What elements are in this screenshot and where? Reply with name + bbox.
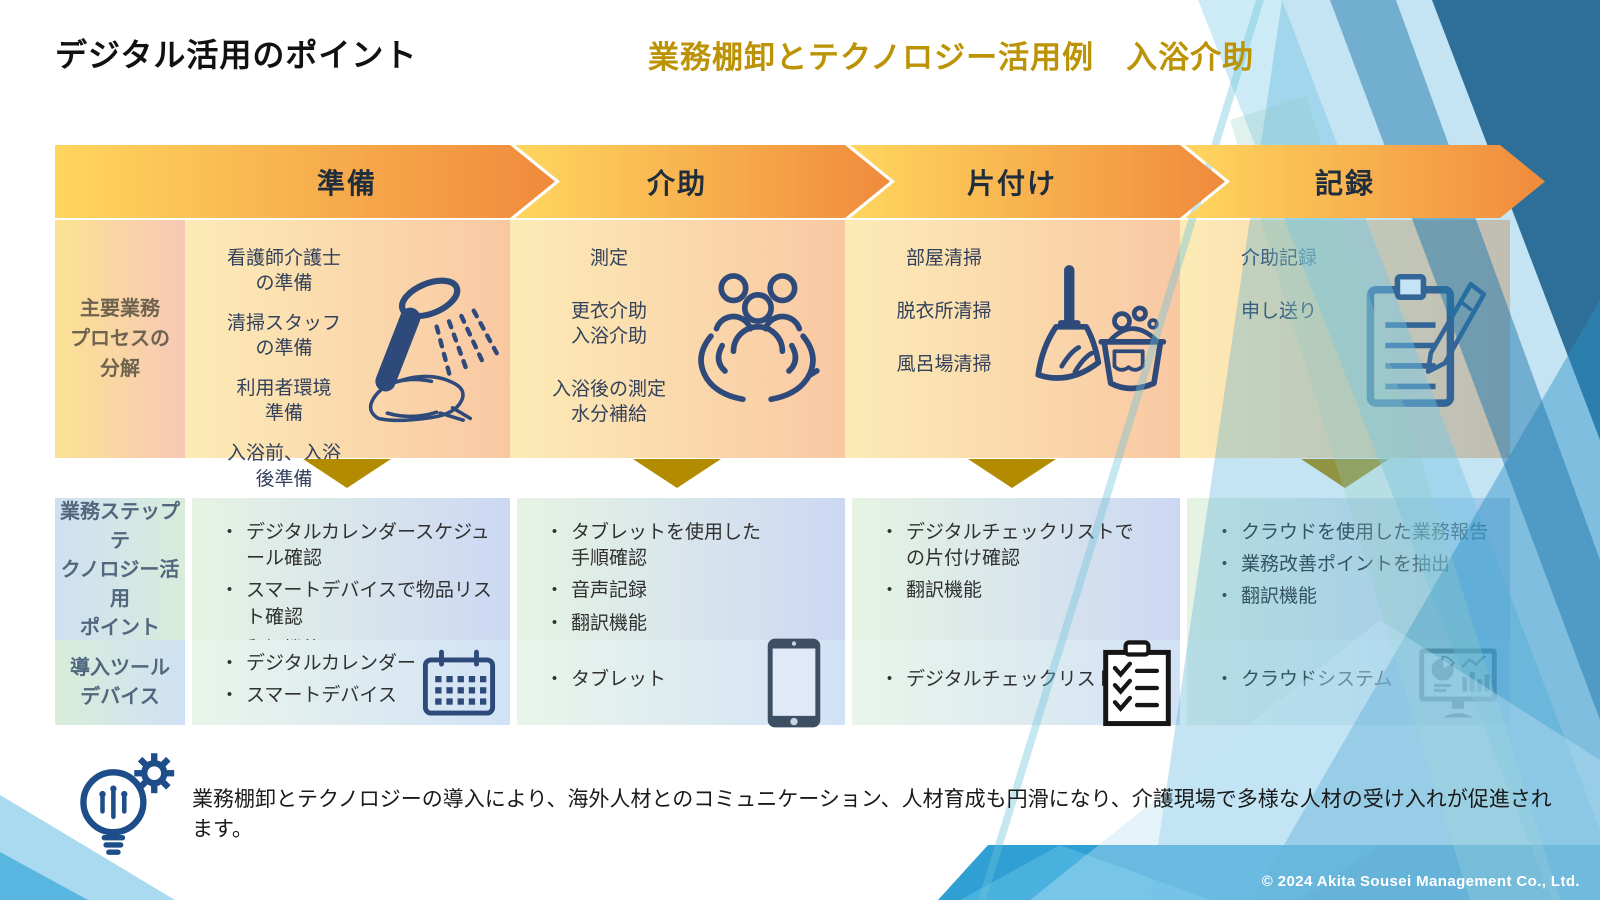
row-label-main-process: 主要業務 プロセスの 分解: [55, 220, 185, 458]
row-label-tech-points: 業務ステップテ クノロジー活用 ポイント: [55, 498, 185, 643]
process-cell-prep: 看護師介護士 の準備 清掃スタッフ の準備 利用者環境 準備 入浴前、入浴 後準…: [185, 220, 510, 490]
tools-cell-prep: デジタルカレンダー スマートデバイス: [185, 640, 510, 725]
tools-cell-assist: タブレット: [510, 638, 845, 727]
down-triangle-icon: [1301, 459, 1389, 488]
process-text-prep: 看護師介護士 の準備 清掃スタッフ の準備 利用者環境 準備 入浴前、入浴 後準…: [226, 248, 341, 490]
process-text-record: 介助記録 申し送り: [1240, 248, 1317, 323]
tablet-icon: [767, 638, 821, 727]
cloud-system-icon: [1419, 648, 1497, 717]
tools-cell-cleanup: デジタルチェックリスト: [845, 639, 1180, 726]
checklist-icon: [1103, 639, 1171, 726]
down-triangle-icon: [633, 459, 721, 488]
page-subtitle: 業務棚卸とテクノロジー活用例 入浴介助: [648, 40, 1255, 75]
tools-row: 導入ツール デバイス デジタルカレンダー スマートデバイス タブレ: [55, 638, 1510, 727]
tech-cell-cleanup: デジタルチェックリストでの片付け確認 翻訳機能: [845, 498, 1180, 643]
clipboard-pencil-icon: [1366, 273, 1486, 407]
process-cell-record: 介助記録 申し送り: [1180, 220, 1510, 458]
process-text-assist: 測定 更衣介助 入浴介助 入浴後の測定 水分補給: [551, 248, 666, 426]
shower-towel-icon: [368, 277, 499, 423]
step-label-record: 記録: [1314, 167, 1376, 199]
process-step-arrows: 準備 介助 片付け 記録: [55, 145, 1545, 218]
footer-note: 業務棚卸とテクノロジーの導入により、海外人材とのコミュニケーション、人材育成も円…: [192, 788, 1552, 841]
copyright: © 2024 Akita Sousei Management Co., Ltd.: [1261, 873, 1580, 890]
tech-cell-assist: タブレットを使用した手順確認 音声記録 翻訳機能: [510, 498, 845, 643]
step-label-assist: 介助: [646, 167, 708, 199]
process-text-cleanup: 部屋清掃 脱衣所清掃 風呂場清掃: [896, 248, 992, 376]
idea-bulb-gear-icon: [80, 753, 175, 855]
step-label-prep: 準備: [316, 167, 378, 199]
tech-points-row: 業務ステップテ クノロジー活用 ポイント デジタルカレンダースケジュール確認 ス…: [55, 498, 1510, 663]
main-process-row: 主要業務 プロセスの 分解 看護師介護士 の準備 清掃スタッフ の準備 利用者環…: [55, 220, 1510, 490]
down-triangle-icon: [303, 459, 391, 488]
page-title: デジタル活用のポイント: [55, 37, 418, 73]
calendar-icon: [422, 649, 496, 716]
row-label-tools: 導入ツール デバイス: [55, 640, 185, 725]
down-triangle-icon: [968, 459, 1056, 488]
step-label-cleanup: 片付け: [966, 167, 1058, 199]
tools-cell-record: クラウドシステム: [1180, 640, 1510, 725]
tech-cell-record: クラウドを使用した業務報告 業務改善ポイントを抽出 翻訳機能: [1180, 498, 1510, 643]
process-cell-assist: 測定 更衣介助 入浴介助 入浴後の測定 水分補給: [510, 220, 845, 458]
tech-cell-prep: デジタルカレンダースケジュール確認 スマートデバイスで物品リスト確認 翻訳機能: [185, 498, 510, 663]
hands-care-icon: [698, 273, 826, 403]
process-cell-cleanup: 部屋清掃 脱衣所清掃 風呂場清掃: [845, 220, 1180, 458]
broom-bucket-icon: [1035, 265, 1167, 392]
